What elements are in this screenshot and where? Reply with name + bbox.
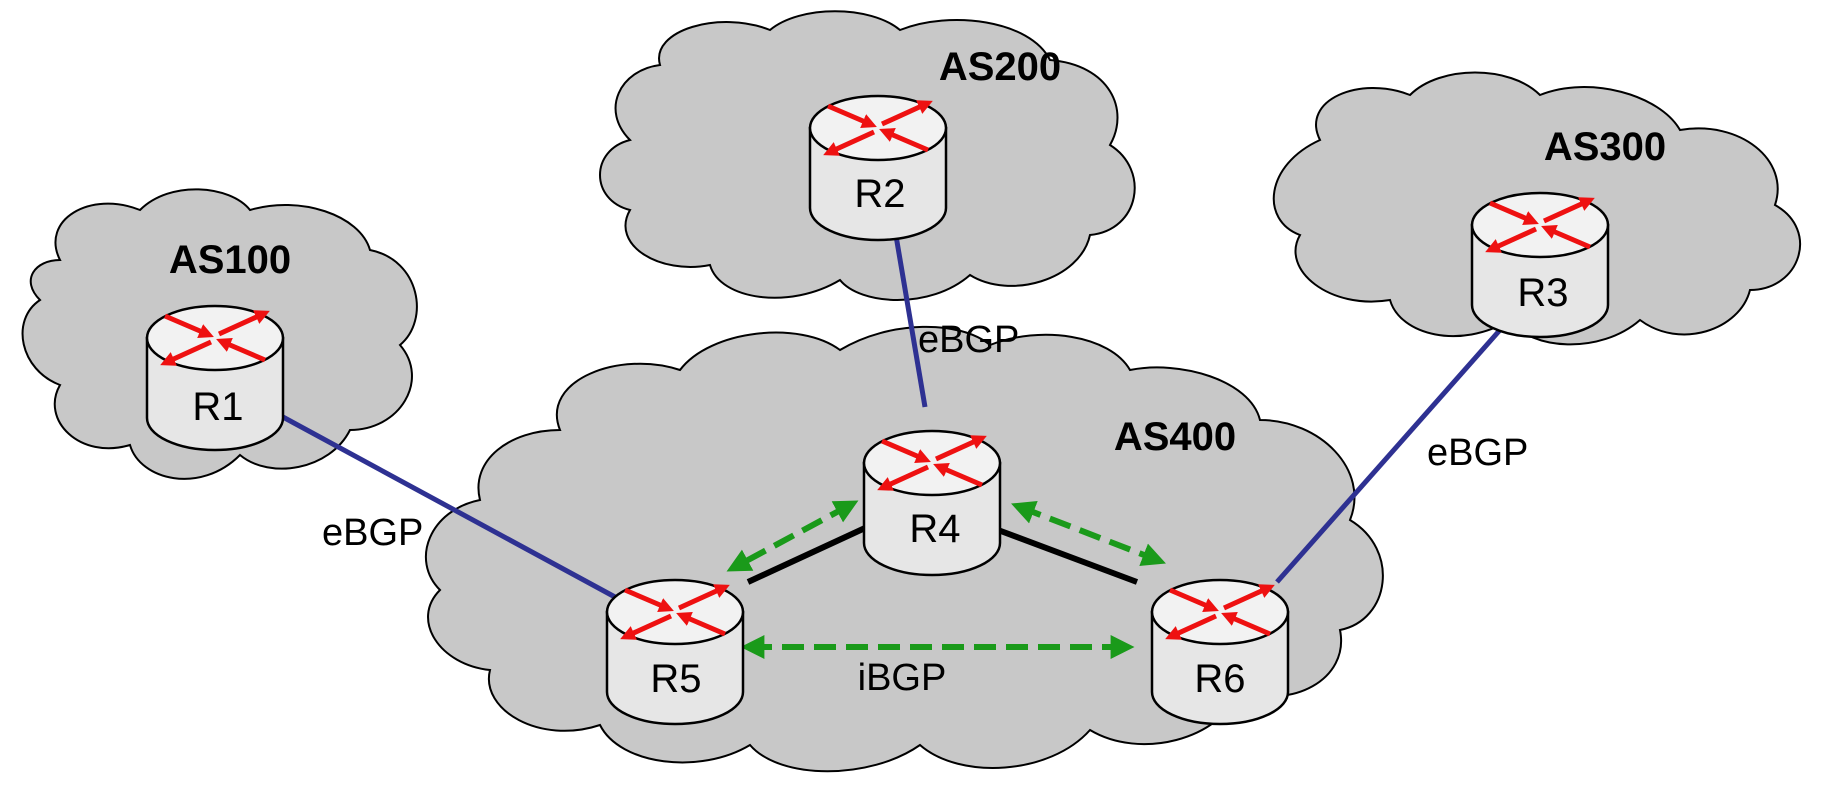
link-label-r3-r6: eBGP (1427, 432, 1528, 474)
router-r2[interactable] (808, 94, 948, 242)
router-r6[interactable] (1150, 578, 1290, 726)
router-icon (605, 578, 745, 726)
router-r3[interactable] (1470, 191, 1610, 339)
link-label-r1-r5: eBGP (322, 512, 423, 554)
ibgp-layer (726, 500, 1166, 659)
link-label-r2-r4: eBGP (918, 319, 1019, 361)
as-label-as300: AS300 (1544, 125, 1666, 169)
link-r1-r5-ebgp (268, 407, 617, 600)
router-label-r2: R2 (854, 172, 905, 216)
router-label-r5: R5 (650, 657, 701, 701)
ibgp-session-r4-r5 (726, 500, 859, 572)
router-icon (808, 94, 948, 242)
router-icon (145, 304, 285, 452)
router-label-r3: R3 (1517, 271, 1568, 315)
router-label-r1: R1 (192, 385, 243, 429)
as-label-as200: AS200 (939, 45, 1061, 89)
link-label-ibgp-r5-r6: iBGP (858, 657, 947, 699)
router-label-r6: R6 (1194, 657, 1245, 701)
router-icon (862, 429, 1002, 577)
router-layer (145, 94, 1610, 726)
router-label-r4: R4 (909, 507, 960, 551)
router-r4[interactable] (862, 429, 1002, 577)
ibgp-session-r4-r6 (1011, 501, 1166, 566)
router-icon (1470, 191, 1610, 339)
link-r2-r4-ebgp (890, 217, 928, 408)
router-icon (1150, 578, 1290, 726)
as-label-as100: AS100 (169, 238, 291, 282)
router-r5[interactable] (605, 578, 745, 726)
router-r1[interactable] (145, 304, 285, 452)
link-r3-r6-ebgp (1275, 311, 1517, 584)
as-label-as400: AS400 (1114, 415, 1236, 459)
